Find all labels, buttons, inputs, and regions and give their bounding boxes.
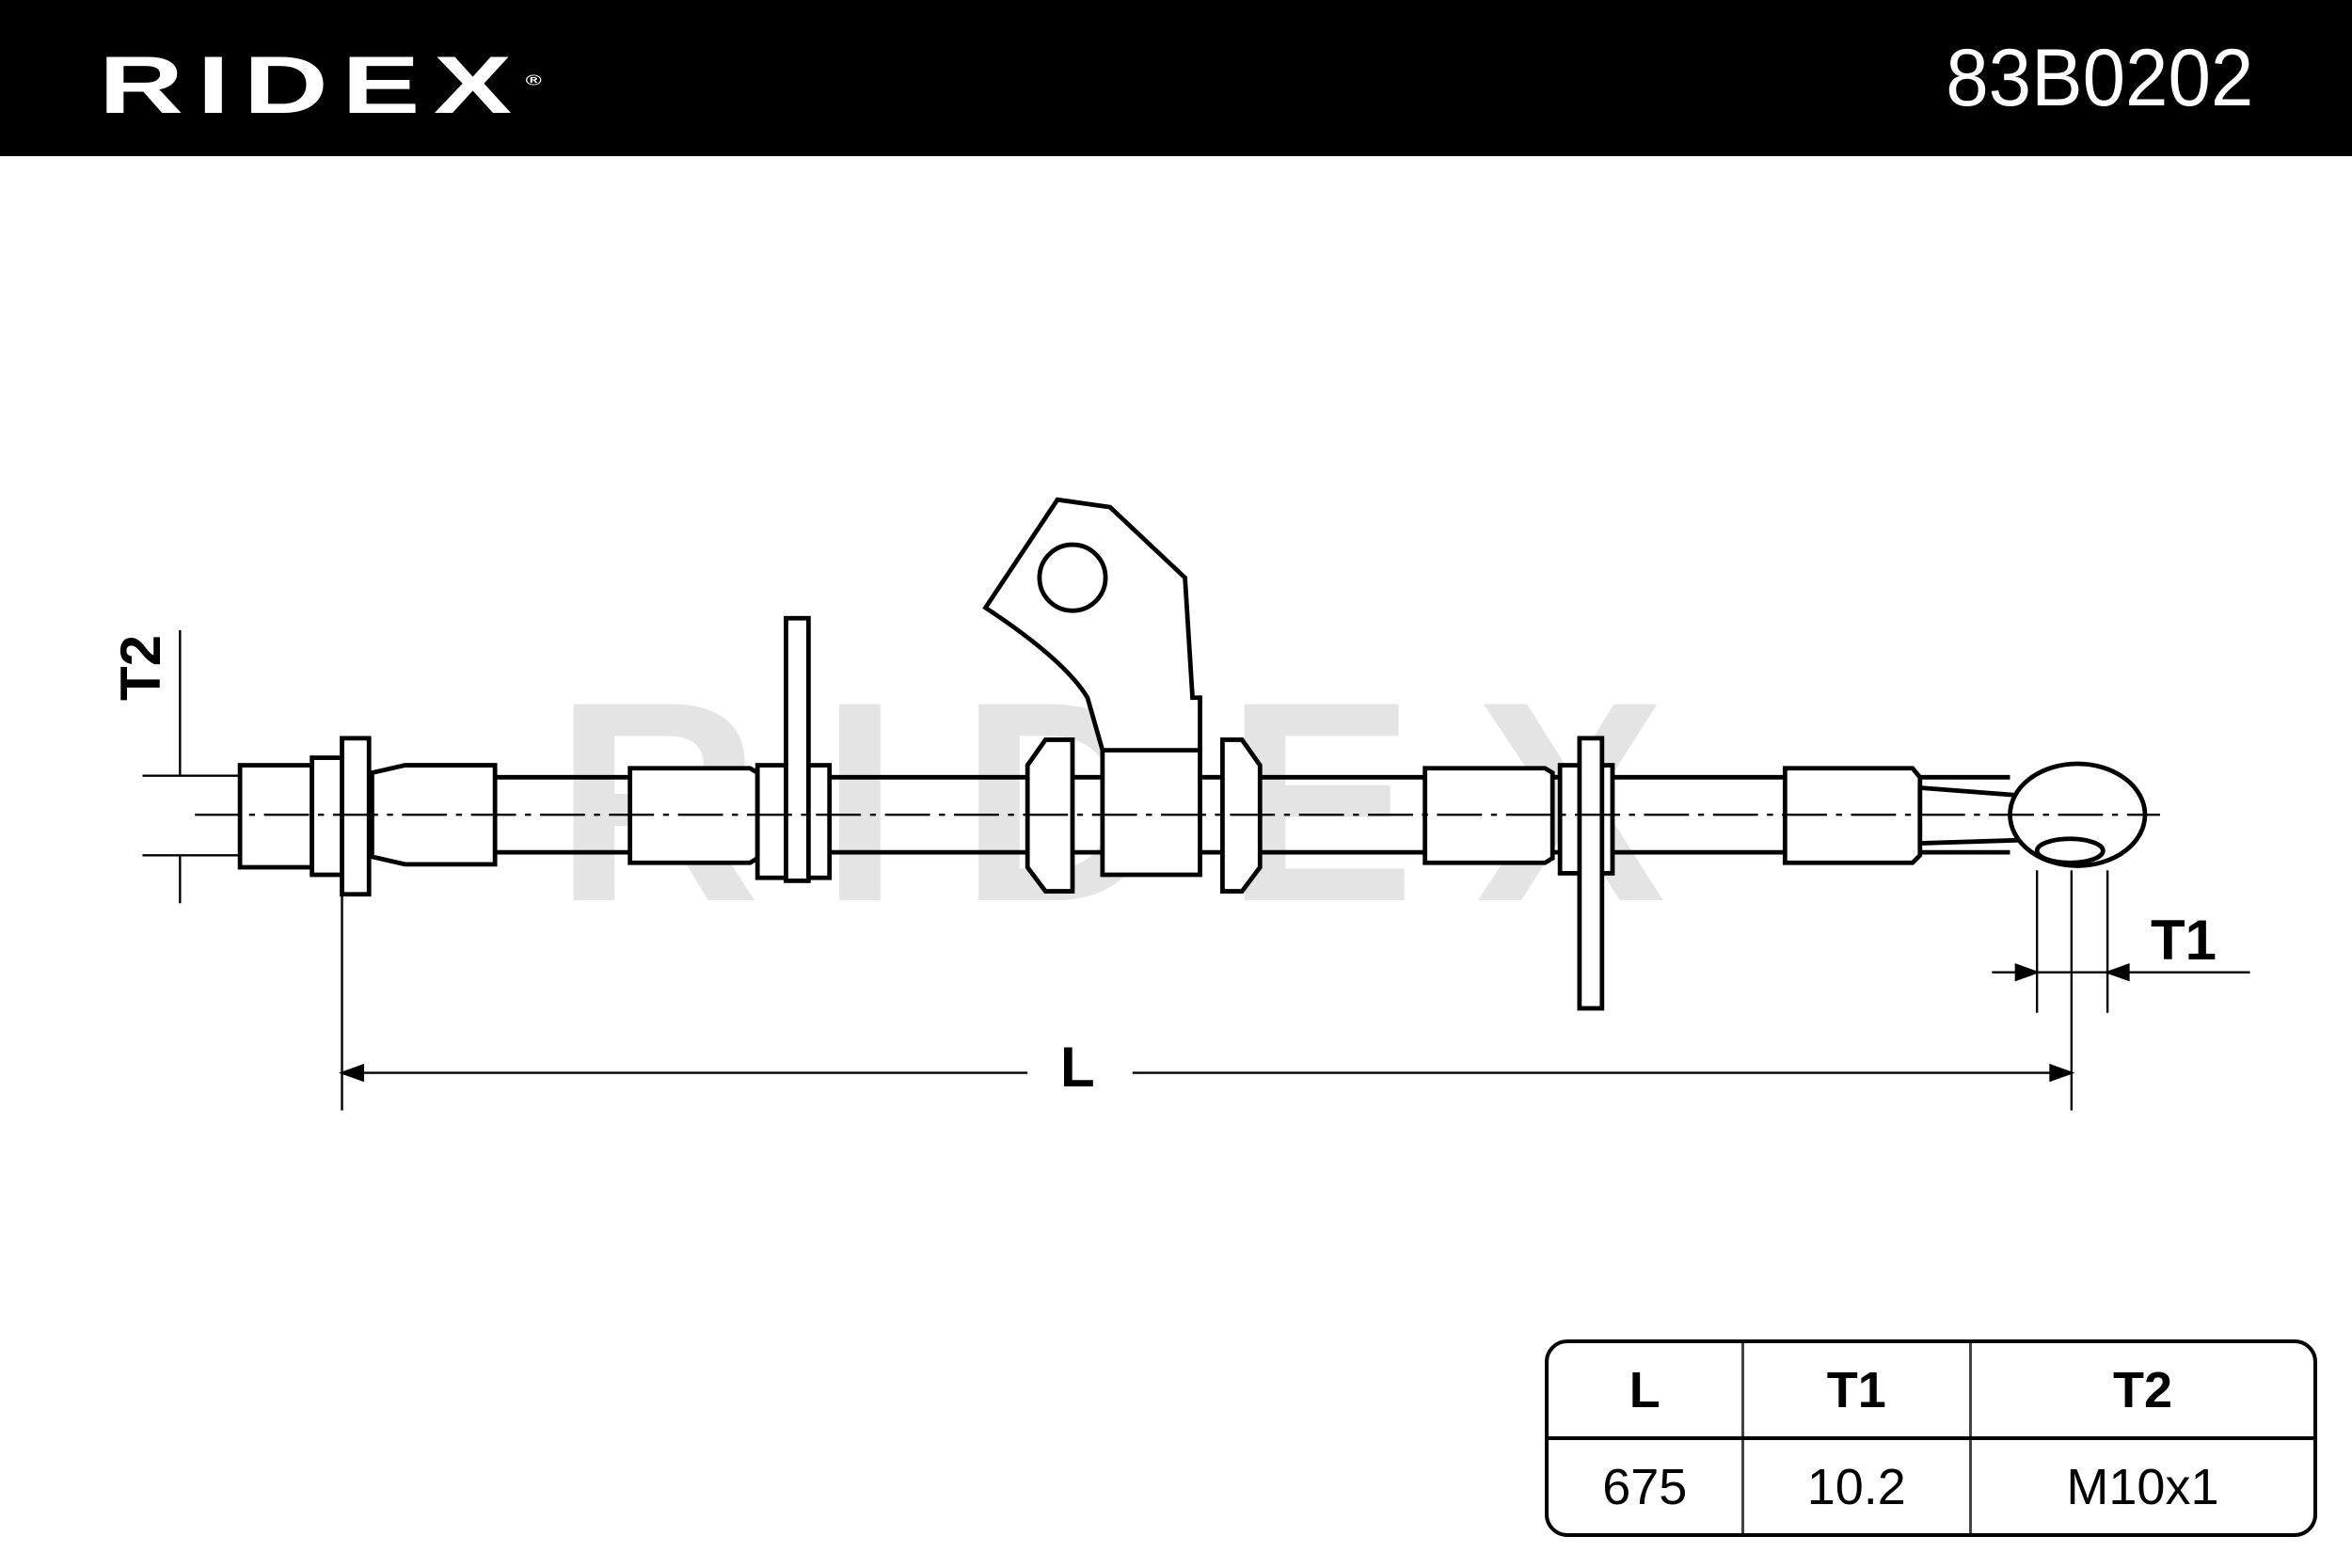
header-bar: RIDEX® 83B0202 xyxy=(0,0,2352,156)
dimension-label-l: L xyxy=(1060,1036,1095,1099)
value-t1: 10.2 xyxy=(1740,1436,1972,1533)
table-row: 675 10.2 M10x1 xyxy=(1549,1436,2313,1533)
spec-table: L T1 T2 675 10.2 M10x1 xyxy=(1545,1339,2317,1537)
brand-name: RIDEX xyxy=(99,40,526,131)
registered-mark: ® xyxy=(525,72,542,89)
value-t2: M10x1 xyxy=(1968,1436,2313,1533)
dimension-label-t2: T2 xyxy=(109,634,172,701)
table-header-row: L T1 T2 xyxy=(1549,1343,2313,1440)
hose-outline xyxy=(195,497,2160,1011)
dimension-label-t1: T1 xyxy=(2151,909,2217,972)
header-t2: T2 xyxy=(1968,1343,2313,1440)
brand-logo: RIDEX® xyxy=(99,45,542,126)
dimension-lines xyxy=(142,629,2250,1111)
header-t1: T1 xyxy=(1740,1343,1972,1440)
part-number: 83B0202 xyxy=(1945,33,2253,123)
header-l: L xyxy=(1549,1343,1744,1440)
value-l: 675 xyxy=(1549,1436,1744,1533)
